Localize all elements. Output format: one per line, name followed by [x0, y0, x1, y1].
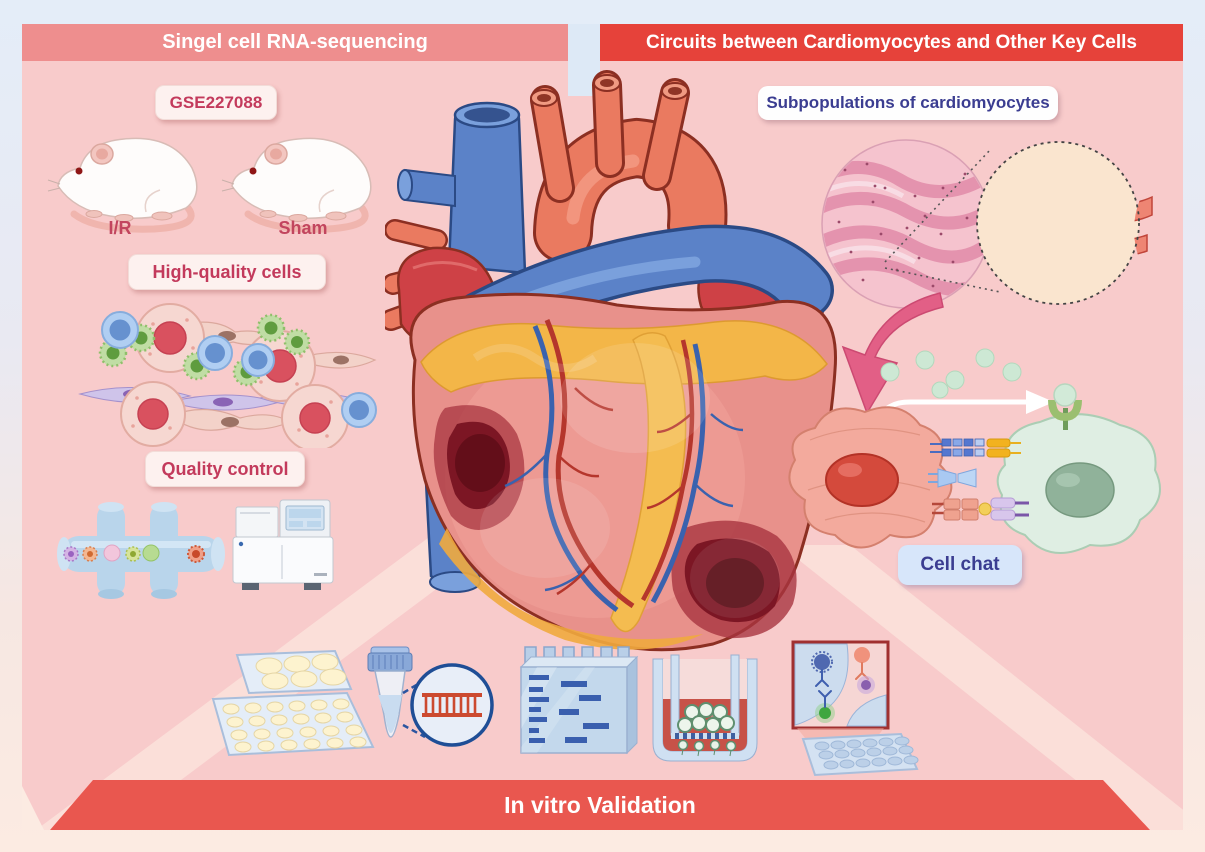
validation-equipment-illustration [211, 640, 919, 777]
secreted-molecules [880, 348, 1022, 399]
rat-sham-icon [222, 138, 371, 229]
left-light-beam [36, 462, 558, 830]
sequencer-machine-icon [232, 499, 334, 590]
subpopulations-label: Subpopulations of cardiomyocytes [766, 93, 1050, 112]
ligand-receptor-pair-2 [928, 468, 977, 488]
quality-control-badge: Quality control [145, 451, 305, 487]
ligand-receptor-pair-1 [930, 438, 1021, 458]
blue-cells [101, 311, 377, 428]
histology-magnified-illustration [821, 139, 1153, 309]
subpopulations-badge: Subpopulations of cardiomyocytes [758, 86, 1058, 120]
mouse-label-sham: Sham [278, 218, 328, 238]
pcr-tube-icon [367, 646, 426, 739]
dna-magnifier-icon [410, 663, 494, 747]
bottom-banner-title: In vitro Validation [504, 791, 696, 818]
cell-cluster-illustration [78, 303, 377, 448]
heart-anatomy-illustration [385, 70, 838, 652]
microfluidic-chip-icon [57, 502, 225, 599]
rat-ir-icon [48, 138, 197, 229]
bottom-banner: In vitro Validation [50, 780, 1150, 830]
cell-chat-label: Cell chat [920, 554, 1000, 575]
left-panel-banner: Singel cell RNA-sequencing [22, 24, 568, 61]
immunofluorescence-panel-icon [791, 640, 919, 777]
quality-control-label: Quality control [161, 458, 289, 479]
six-well-plate-icon [235, 649, 353, 695]
gse-dataset-badge: GSE227088 [155, 85, 277, 120]
high-quality-cells-badge: High-quality cells [128, 254, 326, 290]
right-panel-title: Circuits between Cardiomyocytes and Othe… [646, 31, 1137, 53]
transwell-assay-icon [652, 654, 758, 762]
right-light-beam [780, 545, 1183, 830]
twentyfour-well-plate-icon [211, 691, 375, 757]
high-quality-label: High-quality cells [152, 261, 302, 282]
western-blot-gel-icon [519, 646, 639, 755]
right-panel-banner: Circuits between Cardiomyocytes and Othe… [600, 24, 1183, 61]
surface-receptor [1048, 383, 1082, 430]
gse-dataset-label: GSE227088 [169, 92, 263, 112]
cell-communication-illustration [788, 348, 1161, 554]
ligand-receptor-pair-3 [932, 497, 1029, 521]
mouse-label-ir: I/R [108, 218, 132, 238]
arrow-head [1026, 390, 1054, 414]
cell-chat-badge: Cell chat [898, 545, 1022, 585]
left-panel-title: Singel cell RNA-sequencing [162, 31, 428, 53]
